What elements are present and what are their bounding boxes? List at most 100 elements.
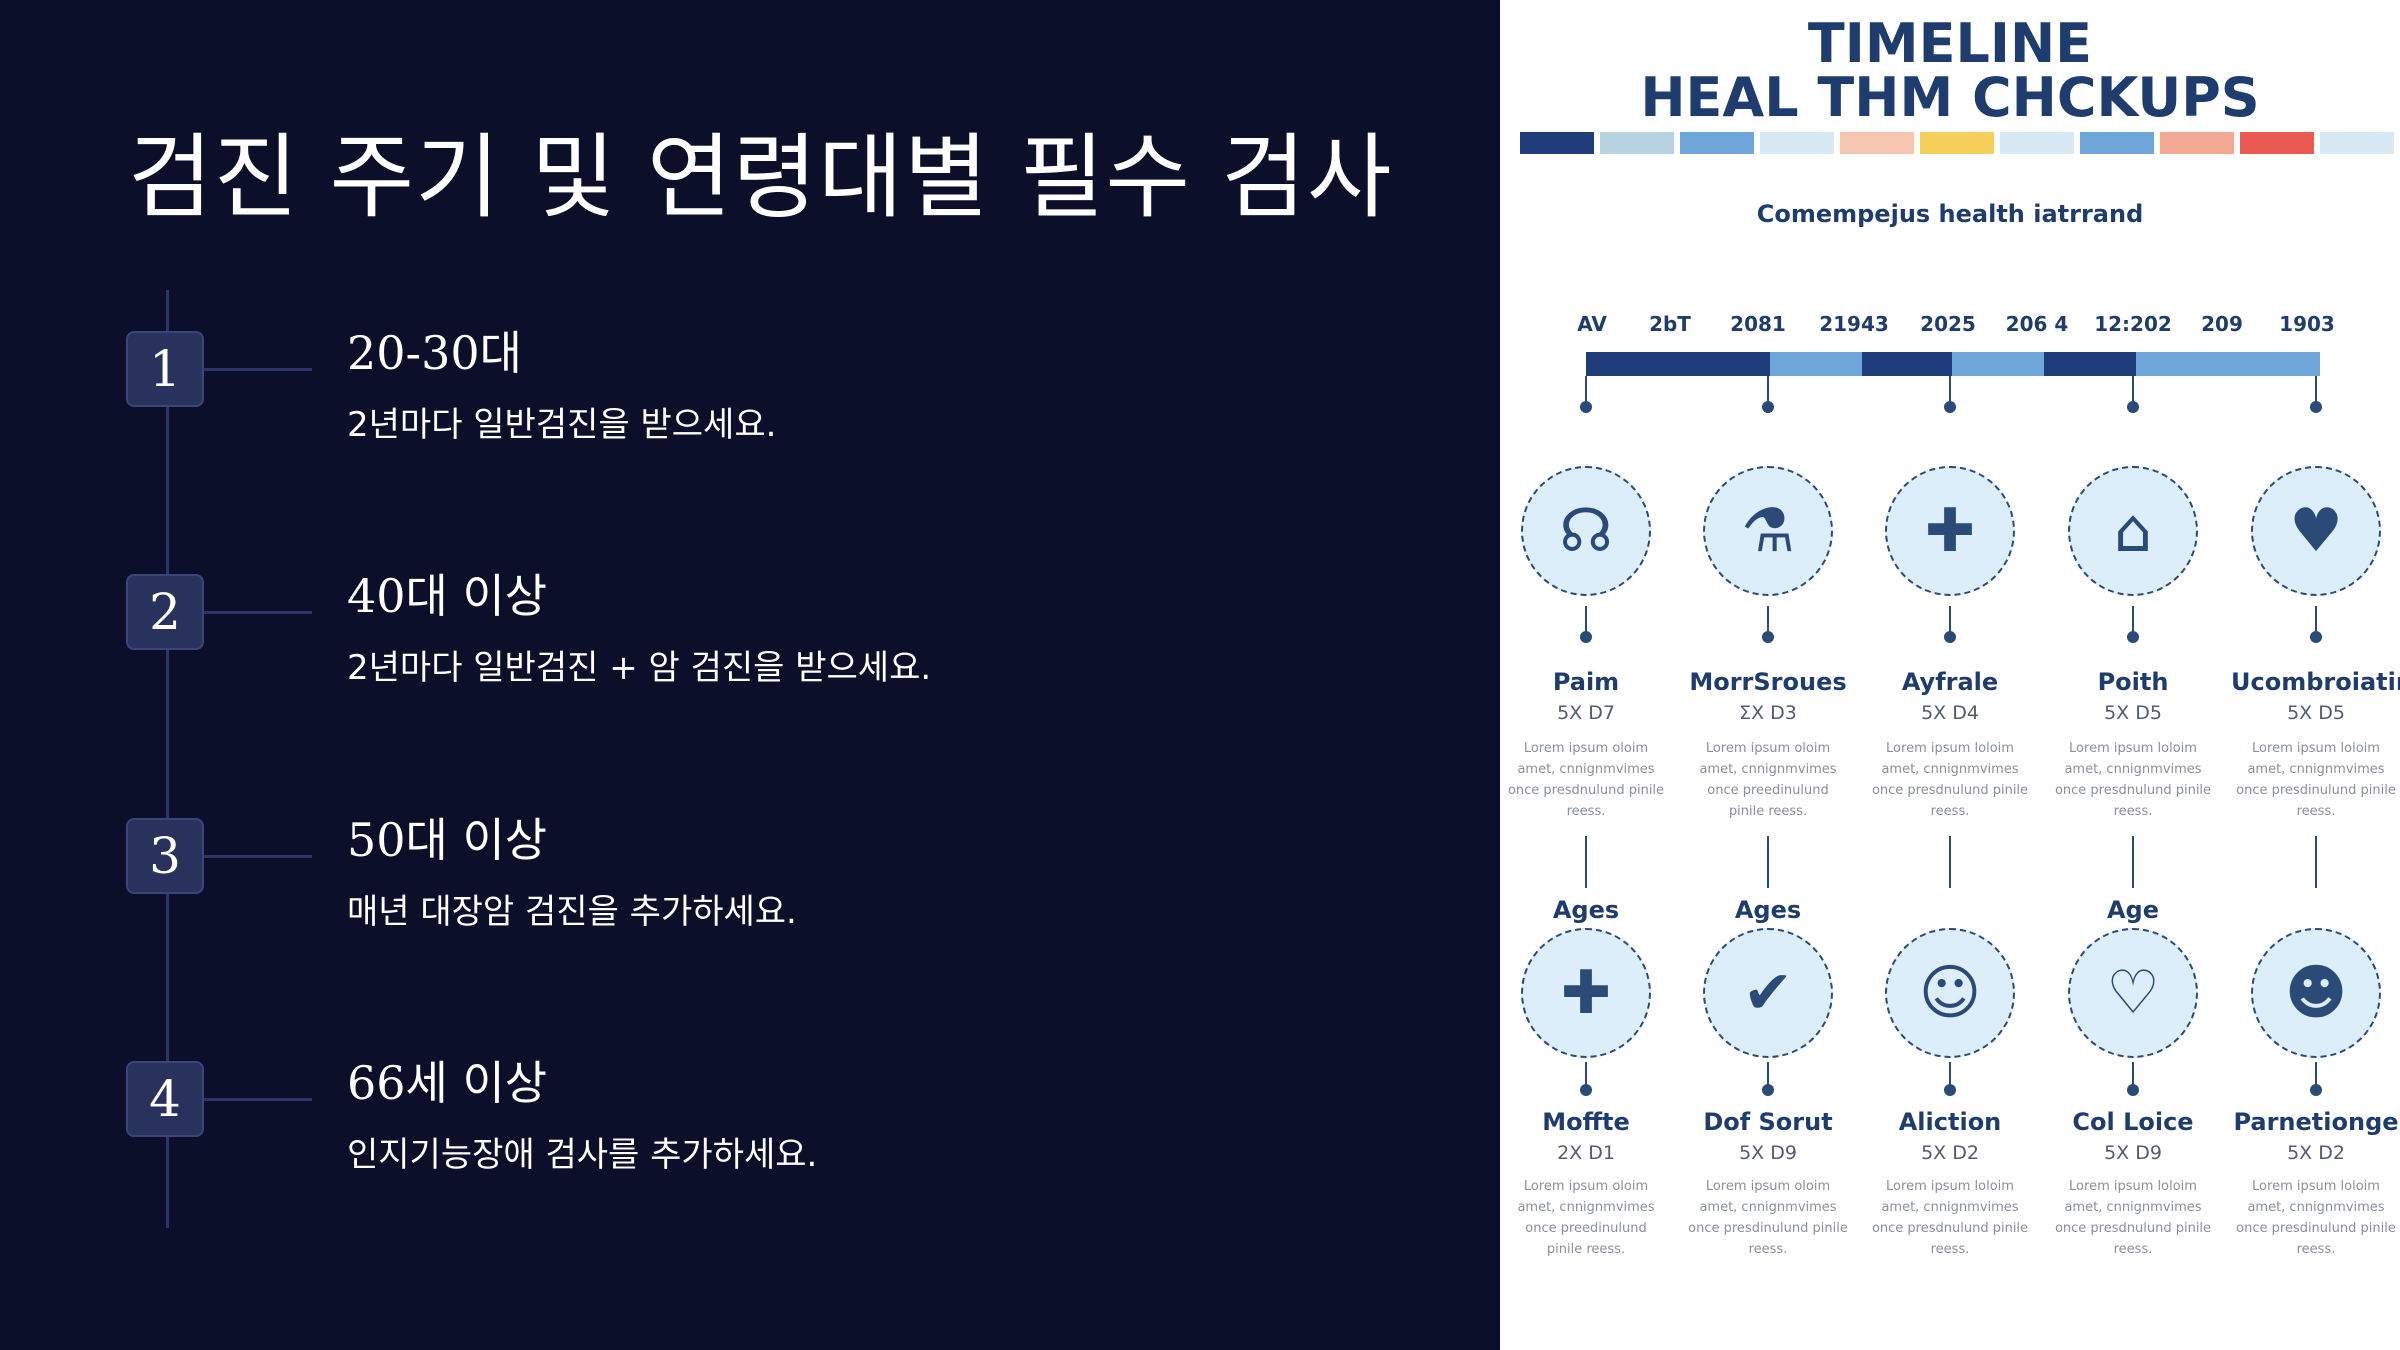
timeline-dot [2310, 401, 2322, 413]
connector-line [2315, 836, 2317, 888]
slide-title: 검진 주기 및 연령대별 필수 검사 [128, 124, 1393, 231]
timeline-bar [1586, 352, 2320, 376]
item-description: Lorem ipsum loloim amet, cnnignmvimes on… [2054, 741, 2212, 819]
item-description: Lorem ipsum loloim amet, cnnignmvimes on… [1871, 741, 2029, 819]
step-heading: 50대 이상 [347, 813, 548, 867]
connector-dot [1944, 1084, 1956, 1096]
timeline-label: 2bT [1649, 312, 1691, 336]
step-connector [204, 1098, 312, 1101]
timeline-segment [1586, 352, 1770, 376]
timeline-dot [2127, 401, 2139, 413]
age-label: Ages [1552, 896, 1620, 924]
connector-dot [1944, 631, 1956, 643]
item-code: 5X D7 [1557, 702, 1615, 724]
infographic-subtitle: Comempejus health iatrrand [1756, 200, 2144, 228]
lab-kit-icon: ⚗ [1703, 466, 1833, 596]
timeline-segment [1952, 352, 2044, 376]
stripe-swatch [1920, 132, 1994, 154]
connector-dot [1580, 1084, 1592, 1096]
infographic-title-line-1: TIMELINE [1807, 12, 2093, 75]
connector-line [1767, 376, 1769, 406]
timeline-segment [2044, 352, 2136, 376]
connector-line [1949, 1062, 1951, 1092]
step-number-badge: 4 [126, 1061, 204, 1137]
item-description: Lorem ipsum oloim amet, cnnignmvimes onc… [1507, 741, 1665, 819]
stripe-swatch [2080, 132, 2154, 154]
step-number-badge: 2 [126, 574, 204, 650]
step-heading: 66세 이상 [347, 1056, 548, 1110]
item-code: 5X D4 [1921, 702, 1979, 724]
connector-line [2315, 1062, 2317, 1092]
item-name: MorrSroues [1689, 668, 1847, 696]
connector-dot [2310, 631, 2322, 643]
text-panel: 검진 주기 및 연령대별 필수 검사 1 20-30대 2년마다 일반검진을 받… [0, 124, 1500, 1228]
step-description: 인지기능장애 검사를 추가하세요. [347, 1135, 818, 1175]
item-code: 5X D5 [2287, 702, 2345, 724]
connector-dot [2127, 631, 2139, 643]
step-number-badge: 1 [126, 331, 204, 407]
item-name: Dof Sorut [1703, 1108, 1833, 1136]
stripe-swatch [1760, 132, 1834, 154]
timeline-label: AV [1577, 312, 1607, 336]
connector-line [2315, 376, 2317, 406]
step-description: 2년마다 일반검진 + 암 검진을 받으세요. [347, 648, 932, 688]
stripe-swatch [1520, 132, 1594, 154]
connector-line [2132, 836, 2134, 888]
item-description: Lorem ipsum loloim amet, cnnignmvimes on… [2054, 1179, 2212, 1257]
connector-line [1949, 836, 1951, 888]
connector-line [1585, 376, 1587, 406]
consultation-icon: ☻ [2251, 928, 2381, 1058]
stethoscope-icon: ☊ [1521, 466, 1651, 596]
doctor-icon: ☺ [1885, 928, 2015, 1058]
item-description: Lorem ipsum loloim amet, cnnignmvimes on… [2236, 1179, 2396, 1257]
item-code: 5X D5 [2104, 702, 2162, 724]
timeline-dot [1762, 401, 1774, 413]
connector-line [1585, 836, 1587, 888]
item-description: Lorem ipsum loloim amet, cnnignmvimes on… [2236, 741, 2396, 819]
timeline-label: 21943 [1819, 312, 1889, 336]
item-name: Moffte [1542, 1108, 1630, 1136]
item-name: Parnetionge [2233, 1108, 2399, 1136]
timeline-segment [1862, 352, 1952, 376]
timeline-dot [1944, 401, 1956, 413]
connector-dot [1762, 1084, 1774, 1096]
connector-dot [2310, 1084, 2322, 1096]
step-number-badge: 3 [126, 818, 204, 894]
item-description: Lorem ipsum oloim amet, cnnignmvimes onc… [1699, 741, 1837, 819]
connector-line [1767, 1062, 1769, 1092]
patient-cross-icon: ✚ [1521, 928, 1651, 1058]
item-name: Ayfrale [1901, 668, 1999, 696]
connector-line [1767, 836, 1769, 888]
connector-line [1767, 606, 1769, 636]
step-3: 3 50대 이상 매년 대장암 검진을 추가하세요. [0, 813, 1500, 978]
item-code: 5X D2 [2287, 1142, 2345, 1164]
step-heading: 40대 이상 [347, 569, 548, 623]
item-name: Paim [1552, 668, 1620, 696]
timeline-segment [2228, 352, 2320, 376]
connector-line [1585, 1062, 1587, 1092]
item-name: Col Loice [2072, 1108, 2194, 1136]
connector-line [1949, 376, 1951, 406]
connector-line [1949, 606, 1951, 636]
timeline-label: 12:202 [2094, 312, 2172, 336]
stripe-swatch [1680, 132, 1754, 154]
age-label: Age [2106, 896, 2160, 924]
step-2: 2 40대 이상 2년마다 일반검진 + 암 검진을 받으세요. [0, 569, 1500, 734]
stripe-swatch [2240, 132, 2314, 154]
step-heading: 20-30대 [347, 326, 522, 380]
step-description: 2년마다 일반검진을 받으세요. [347, 405, 777, 445]
item-code: 5X D2 [1921, 1142, 1979, 1164]
item-code: 2X D1 [1557, 1142, 1615, 1164]
step-1: 1 20-30대 2년마다 일반검진을 받으세요. [0, 326, 1500, 491]
stripe-swatch [2160, 132, 2234, 154]
stripe-swatch [1600, 132, 1674, 154]
infographic-title-line-2: HEAL THM CHCKUPS [1640, 66, 2260, 129]
item-name: Poith [2097, 668, 2169, 696]
scanner-icon: ⌂ [2068, 466, 2198, 596]
step-connector [204, 368, 312, 371]
connector-line [2315, 606, 2317, 636]
timeline-segment [1770, 352, 1862, 376]
